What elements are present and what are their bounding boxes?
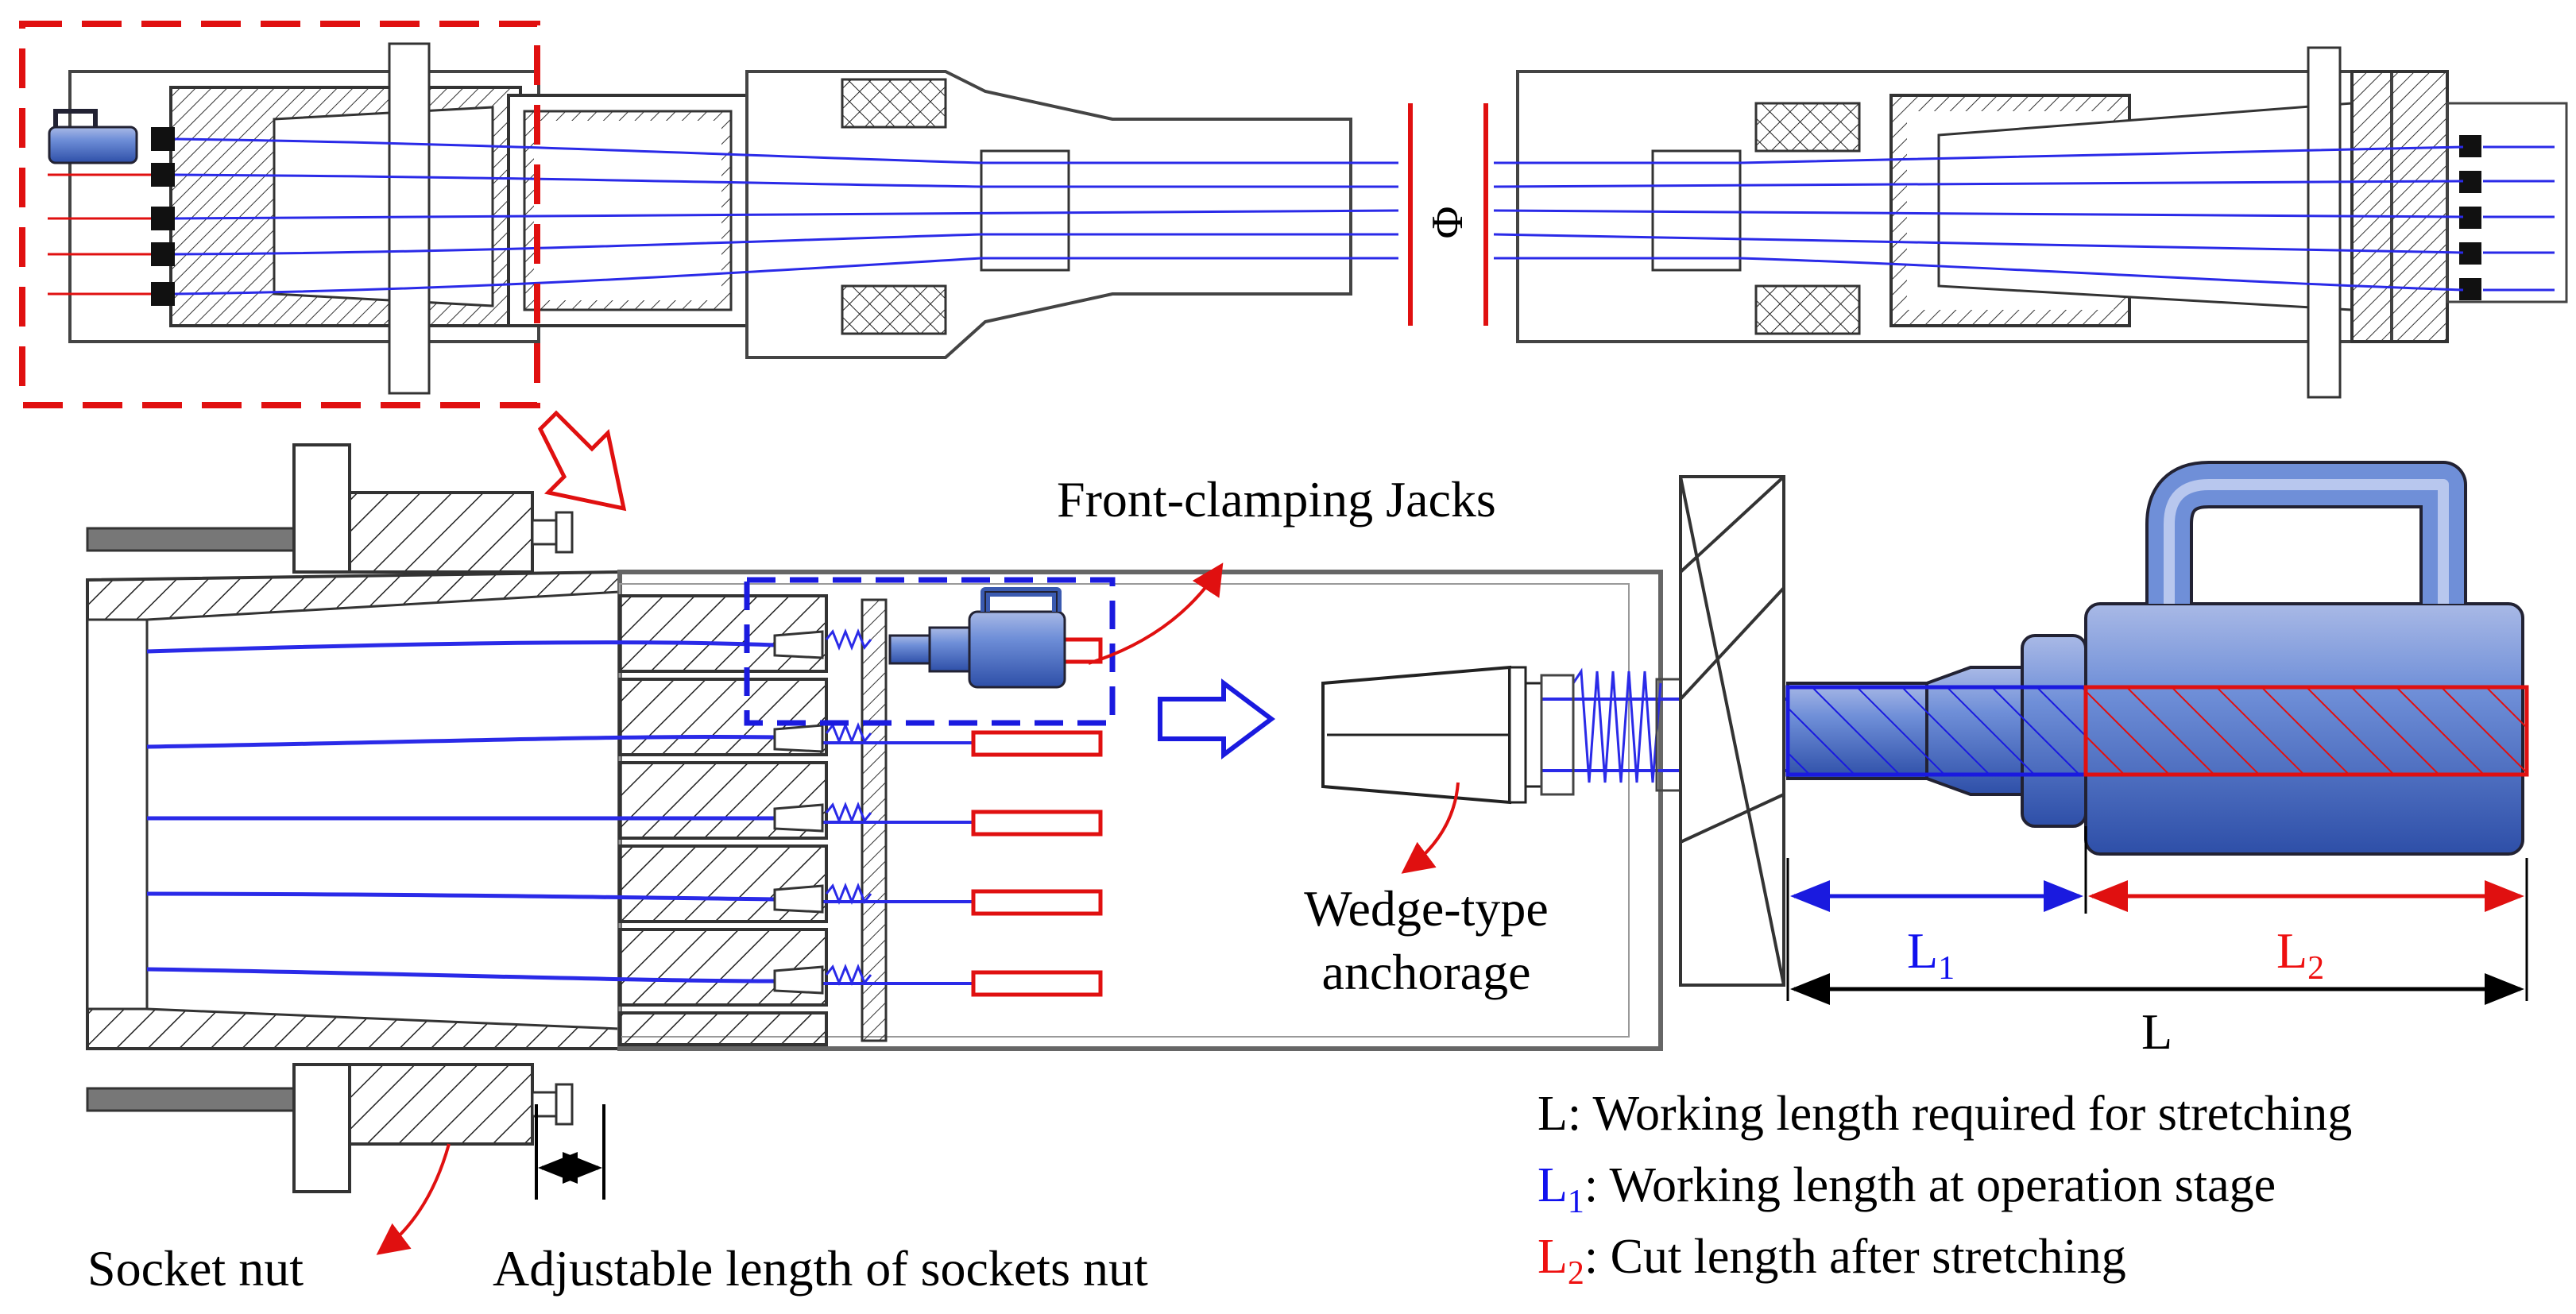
socket-nut-upper <box>348 491 534 574</box>
front-clamping-leader <box>1088 562 1224 665</box>
pipe-top <box>86 527 296 552</box>
left-anchor-nuts <box>151 127 175 306</box>
legend-item-l: L: Working length required for stretchin… <box>1537 1087 2352 1141</box>
jack-highlight-box <box>744 577 1116 726</box>
left-cone <box>273 106 494 307</box>
socket-nut-leader <box>376 1143 451 1255</box>
wedge-leader <box>1401 782 1460 874</box>
l-label: L <box>2141 1003 2172 1060</box>
wedge-anchorage <box>1321 665 1543 805</box>
zoom-arrow-blue <box>1158 678 1275 759</box>
left-transition-tube <box>745 70 1352 359</box>
front-clamping-jack <box>888 587 1066 689</box>
phi-symbol: Φ <box>1423 207 1472 239</box>
l1-zone <box>1785 685 2088 777</box>
wedge-type-label-line2: anchorage <box>1322 944 1531 1000</box>
bolt-lower <box>531 1083 574 1126</box>
anchorage-detail <box>86 443 1663 1255</box>
top-cable-section: Φ <box>19 21 2568 408</box>
detail-strands <box>146 628 1103 997</box>
legend-item-l2: L2: Cut length after stretching <box>1537 1230 2126 1292</box>
right-flange <box>2307 46 2342 399</box>
right-anchor-block <box>2350 70 2449 343</box>
left-spreader <box>980 149 1070 272</box>
flange-upper <box>292 443 351 574</box>
detail-highlight-box <box>19 21 540 408</box>
top-left-cut-strands <box>48 173 151 296</box>
right-cone <box>1937 102 2354 311</box>
small-jack-icon <box>48 109 138 164</box>
left-damper-top <box>841 78 947 129</box>
right-end-cap <box>2446 102 2568 303</box>
adjustable-length-label: Adjustable length of sockets nut <box>493 1240 1148 1297</box>
legend-item-l1: L1: Working length at operation stage <box>1537 1158 2276 1220</box>
socket-nut-label: Socket nut <box>87 1240 304 1297</box>
left-flange <box>388 42 431 395</box>
bolt-upper <box>531 511 574 554</box>
anchor-cone <box>145 590 621 1030</box>
l2-label: L2 <box>2276 922 2324 987</box>
top-strands <box>174 137 2555 296</box>
anchor-mouth <box>86 618 149 1011</box>
spring <box>1572 667 1662 783</box>
socket-nut-lower <box>348 1063 534 1146</box>
jack-handle <box>2149 464 2464 604</box>
flange-lower <box>292 1063 351 1193</box>
wedge-type-label-line1: Wedge-type <box>1304 880 1549 937</box>
front-clamping-jacks-label: Front-clamping Jacks <box>1057 471 1496 528</box>
right-damper-bottom <box>1754 284 1861 335</box>
legend: L: Working length required for stretchin… <box>1537 1087 2352 1292</box>
jack-detail <box>1321 461 2529 1005</box>
pipe-bottom <box>86 1087 296 1112</box>
l1-label: L1 <box>1907 922 1955 987</box>
right-damper-top <box>1754 102 1861 153</box>
left-damper-bottom <box>841 284 947 335</box>
l2-zone <box>2083 685 2529 777</box>
zoom-arrow-red <box>537 410 627 512</box>
